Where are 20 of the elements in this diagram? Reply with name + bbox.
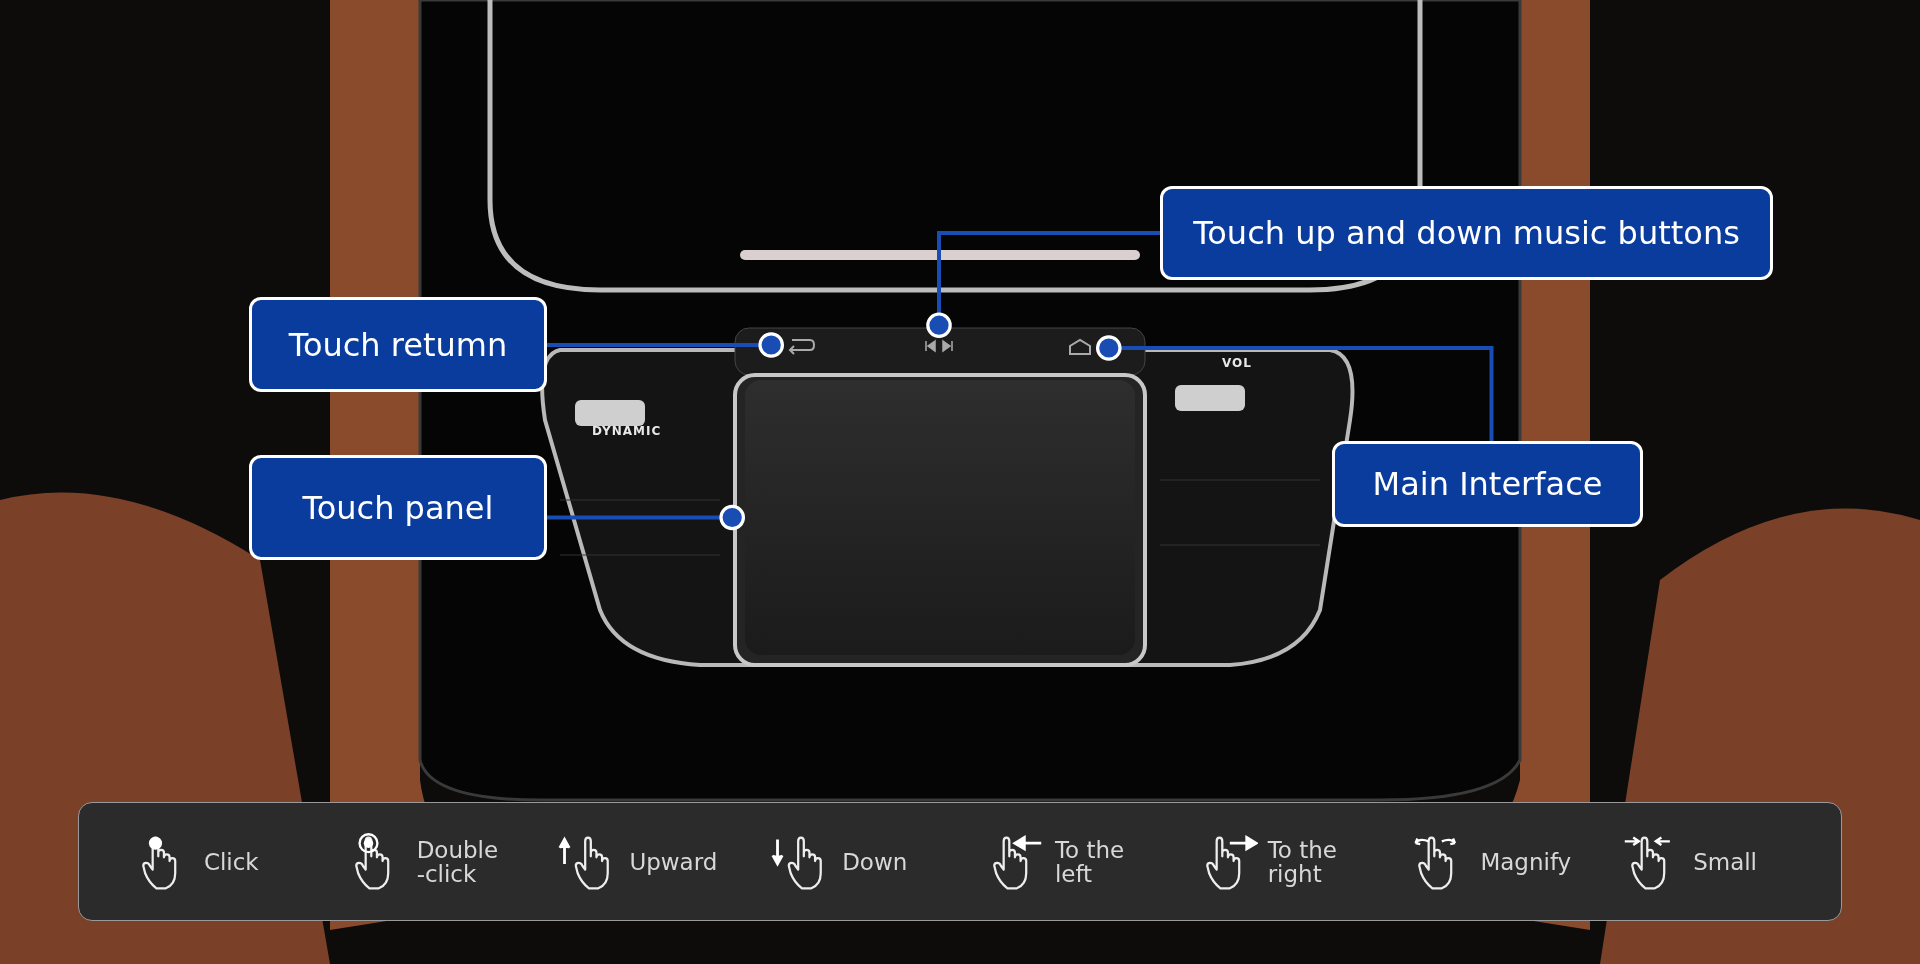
gesture-label: Upward — [629, 849, 719, 874]
callout-box: Touch up and down music buttons — [1160, 186, 1773, 280]
gesture-label: Down — [842, 849, 909, 874]
callout-box: Main Interface — [1332, 441, 1643, 527]
callout-box: Touch panel — [249, 455, 547, 560]
leader-line — [547, 504, 745, 531]
track-buttons — [922, 338, 956, 354]
gesture-label: Small — [1693, 849, 1758, 874]
console-marking: VOL — [1222, 356, 1252, 370]
gesture-label: To the left — [1054, 837, 1126, 886]
leader-line — [1096, 335, 1494, 441]
leader-line — [926, 231, 1160, 338]
gesture-label: To the right — [1267, 837, 1338, 886]
console-marking: DYNAMIC — [592, 424, 662, 438]
gesture-label: Double -click — [416, 837, 500, 886]
gesture-label: Magnify — [1480, 849, 1573, 874]
gesture-label: Click — [203, 849, 260, 874]
leader-line — [547, 332, 784, 358]
touchpad — [745, 380, 1135, 655]
callout-box: Touch retumn — [249, 297, 547, 392]
